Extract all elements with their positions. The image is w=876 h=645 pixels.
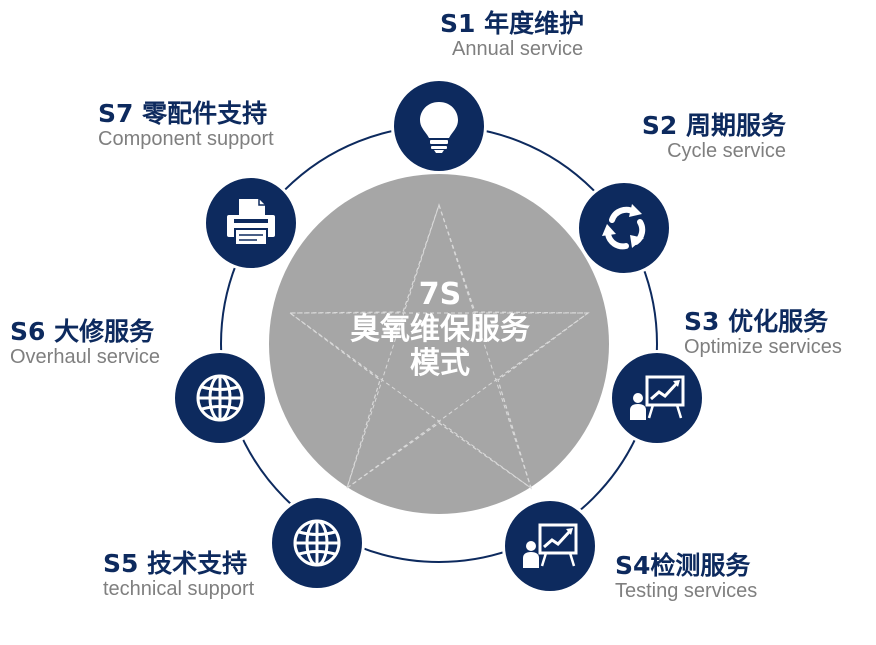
center-line-1: 7S [418,277,462,312]
label-s2-title: S2 周期服务 [641,111,786,140]
label-s1: S1 年度维护 Annual service [440,9,585,61]
node-s1 [391,78,487,174]
label-s6-subtitle: Overhaul service [10,346,161,368]
recycle-icon [602,204,646,250]
label-s7: S7 零配件支持 Component support [98,99,274,151]
center-line-3: 模式 [410,346,470,381]
label-s3: S3 优化服务 Optimize services [684,307,842,359]
label-s3-title: S3 优化服务 [684,307,829,336]
node-s4 [502,498,598,594]
printer-icon [227,199,275,246]
star-line [438,204,532,489]
label-s6-title: S6 大修服务 [10,317,155,346]
label-s4-title: S4检测服务 [615,551,751,580]
label-s4: S4检测服务 Testing services [615,551,758,603]
label-s7-title: S7 零配件支持 [98,99,268,128]
lightbulb-icon [420,102,458,153]
label-s1-subtitle: Annual service [452,38,584,60]
star-line [346,312,589,489]
node-s5 [269,495,365,591]
center-label: 7S 臭氧维保服务 模式 [270,277,610,382]
label-s5-title: S5 技术支持 [103,549,248,578]
center-disc [269,174,609,514]
center-line-2: 臭氧维保服务 [350,311,530,347]
node-s3 [609,350,705,446]
node-s7 [203,175,299,271]
star-line [346,204,440,489]
globe-icon [196,374,244,422]
globe-icon [293,519,341,567]
label-s2: S2 周期服务 Cycle service [641,111,786,163]
star-line [289,312,532,489]
label-s2-subtitle: Cycle service [667,140,786,162]
label-s6: S6 大修服务 Overhaul service [10,317,161,369]
label-s7-subtitle: Component support [98,128,274,150]
node-s6 [172,350,268,446]
label-s5-subtitle: technical support [103,578,255,600]
label-s5: S5 技术支持 technical support [103,549,255,601]
presentation-chart-icon [523,523,578,568]
node-s2 [576,180,672,276]
label-s3-subtitle: Optimize services [684,336,842,358]
presentation-chart-icon [630,375,685,420]
label-s4-subtitle: Testing services [615,580,758,602]
label-s1-title: S1 年度维护 [440,9,585,38]
